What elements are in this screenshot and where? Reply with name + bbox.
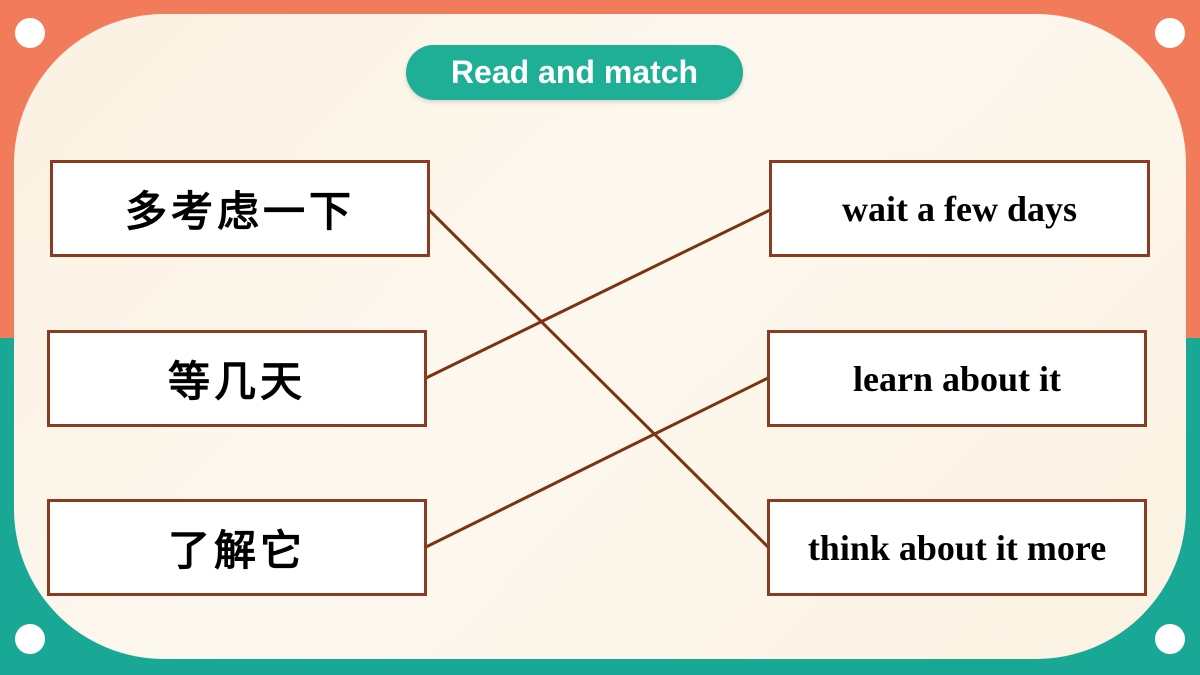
left-item-box[interactable]: 等几天	[47, 330, 427, 427]
right-item-box[interactable]: wait a few days	[769, 160, 1150, 257]
corner-dot-top-right	[1155, 18, 1185, 48]
title-banner: Read and match	[406, 45, 743, 100]
match-line-1	[427, 208, 770, 549]
right-item-box[interactable]: think about it more	[767, 499, 1147, 596]
left-item-box[interactable]: 多考虑一下	[50, 160, 430, 257]
corner-dot-top-left	[15, 18, 45, 48]
right-item-box[interactable]: learn about it	[767, 330, 1147, 427]
left-item-box[interactable]: 了解它	[47, 499, 427, 596]
match-line-3	[425, 376, 769, 549]
corner-dot-bottom-right	[1155, 624, 1185, 654]
corner-dot-bottom-left	[15, 624, 45, 654]
match-line-2	[425, 208, 771, 380]
